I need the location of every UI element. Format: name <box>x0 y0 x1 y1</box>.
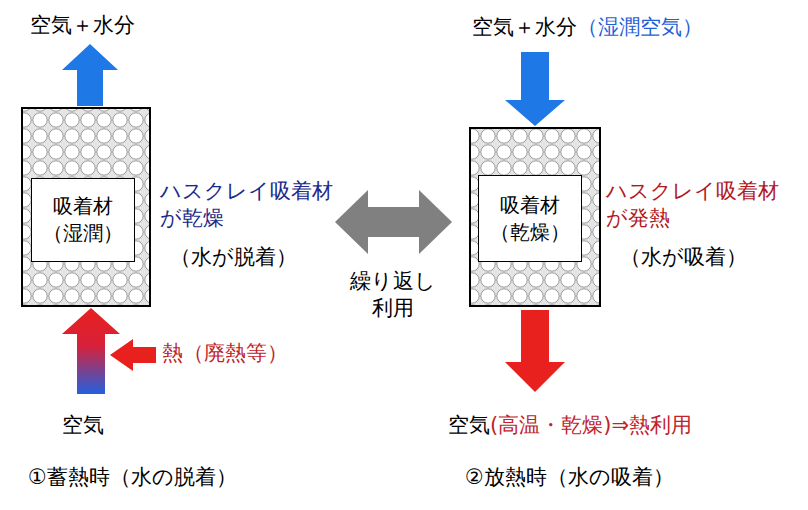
cycle-arrow <box>335 190 452 254</box>
state-note: （水が脱着） <box>170 244 297 271</box>
box-label: 吸着材 （湿潤） <box>36 193 130 247</box>
heat-label: 熱（廃熱等） <box>162 340 288 367</box>
state-label: ハスクレイ吸着材 が乾燥 <box>160 178 350 233</box>
flow-label: 空気 <box>62 412 104 439</box>
adsorbent-column <box>22 108 150 306</box>
outflow-arrow <box>505 310 565 392</box>
flow-note: （湿潤空気） <box>577 14 703 41</box>
flow-label: 空気 <box>448 412 490 439</box>
heat-arrow <box>110 339 156 371</box>
state-note: （水が吸着） <box>620 244 747 271</box>
step-caption: ②放熱時（水の吸着） <box>465 464 674 491</box>
flow-label: 空気＋水分 <box>472 14 577 41</box>
inflow-arrow <box>505 52 565 126</box>
flow-label: 空気＋水分 <box>30 12 135 39</box>
step-caption: ①蓄熱時（水の脱着） <box>28 464 237 491</box>
state-label: ハスクレイ吸着材 が発熱 <box>606 178 801 233</box>
box-label: 吸着材 （乾燥） <box>483 192 577 246</box>
flow-note: (高温・乾燥) <box>490 412 611 439</box>
outflow-arrow <box>62 44 118 106</box>
adsorbent-box: 吸着材 （湿潤） <box>31 178 135 262</box>
adsorbent-column <box>470 128 600 306</box>
cycle-label: 繰り返し 利用 <box>343 268 443 323</box>
inflow-arrow <box>62 308 120 394</box>
adsorbent-box: 吸着材 （乾燥） <box>478 175 582 262</box>
flow-note: ⇒熱利用 <box>611 412 692 439</box>
